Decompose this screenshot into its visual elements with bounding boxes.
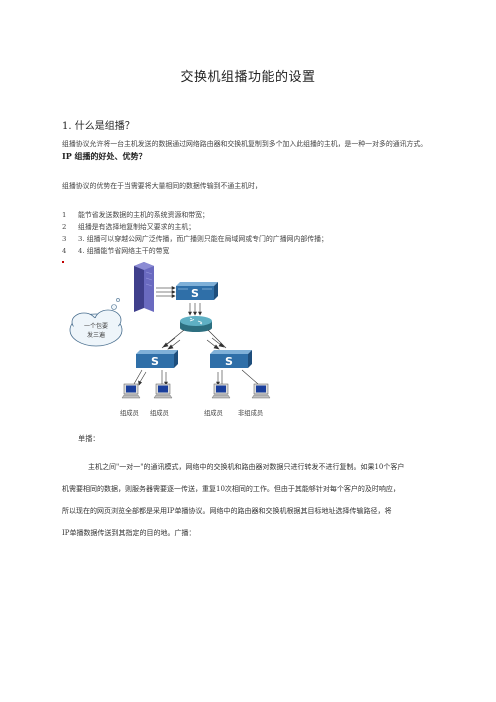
host-computer-icon: [251, 383, 271, 399]
list-item-text: 能节省发送数据的主机的系统资源和带宽；: [78, 211, 209, 219]
list-item-number: 4: [62, 247, 67, 255]
host-label-member: 组成员: [120, 410, 139, 417]
document-title: 交换机组播功能的设置: [180, 70, 316, 85]
server-to-switch-arrows: [156, 286, 176, 298]
top-switch-icon: S: [176, 282, 218, 300]
unicast-line: IP单播数据传送到其指定的目的地。广播：: [62, 529, 196, 537]
switch-router-arrows: [188, 303, 202, 316]
list-item: 2 组播是有选择地复制给又要求的主机；: [62, 221, 195, 231]
unicast-paragraph: 主机之间"一对一"的通讯模式，网络中的交换机和路由器对数据只进行转发不进行复制。…: [62, 456, 434, 544]
red-corner-marker: [62, 261, 64, 263]
host-label-non-member: 非组成员: [238, 410, 264, 417]
list-item: 1 能节省发送数据的主机的系统资源和带宽；: [62, 209, 209, 219]
cloud-text-line1: 一个包要: [84, 322, 108, 330]
right-switch-icon: S: [210, 350, 252, 368]
definition-paragraph: 组播协议允许将一台主机发送的数据通过网络路由器和交换机复制到多个加入此组播的主机…: [62, 138, 434, 163]
left-switch-label: S: [151, 355, 159, 368]
host-computer-icon: [153, 383, 173, 399]
switch-to-host-links: [133, 369, 259, 386]
server-icon: [134, 262, 154, 312]
advantage-intro: 组播协议的优势在于当需要将大量相同的数据传输到不通主机时，: [62, 182, 262, 190]
list-item: 3 3. 组播可以穿越公网广泛传播，而广播则只能在局域网或专门的广播网内部传播；: [62, 233, 328, 243]
list-item-text: 3. 组播可以穿越公网广泛传播，而广播则只能在局域网或专门的广播网内部传播；: [78, 235, 328, 243]
host-label-member: 组成员: [150, 410, 169, 417]
router-to-switch-links: [161, 329, 227, 350]
left-switch-icon: S: [136, 350, 178, 368]
router-icon: [180, 316, 212, 332]
list-item: 4 4. 组播能节省网络主干的带宽: [62, 245, 169, 255]
definition-text: 组播协议允许将一台主机发送的数据通过网络路由器和交换机复制到多个加入此组播的主机…: [62, 140, 428, 148]
list-item-number: 1: [62, 211, 67, 219]
host-label-member: 组成员: [204, 410, 223, 417]
unicast-line: 所以现在的网页浏览全部都是采用IP单播协议。网络中的路由器和交换机根据其目标地址…: [62, 507, 392, 515]
host-computer-icon: [211, 383, 231, 399]
list-item-text: 4. 组播能节省网络主干的带宽: [78, 247, 170, 255]
cloud-text-line2: 发三遍: [87, 331, 105, 339]
list-item-text: 组播是有选择地复制给又要求的主机；: [78, 223, 196, 231]
right-switch-label: S: [225, 355, 233, 368]
unicast-line: 机需要相同的数据，则服务器需要逐一传送，重复10次相同的工作。但由于其能够针对每…: [62, 485, 400, 493]
list-item-number: 2: [62, 223, 67, 231]
section-heading-what-is-multicast: 1. 什么是组播？: [62, 121, 135, 132]
multicast-network-diagram: 一个包要 发三遍 S: [62, 261, 271, 399]
list-item-number: 3: [62, 235, 67, 243]
cloud-bubble: 一个包要 发三遍: [69, 298, 123, 347]
unicast-heading: 单播：: [78, 434, 100, 443]
definition-strong-text: IP 组播的好处、优势？: [62, 151, 147, 161]
host-computer-icon: [121, 383, 141, 399]
top-switch-label: S: [191, 287, 199, 300]
unicast-line: 主机之间"一对一"的通讯模式，网络中的交换机和路由器对数据只进行转发不进行复制。…: [88, 463, 405, 471]
